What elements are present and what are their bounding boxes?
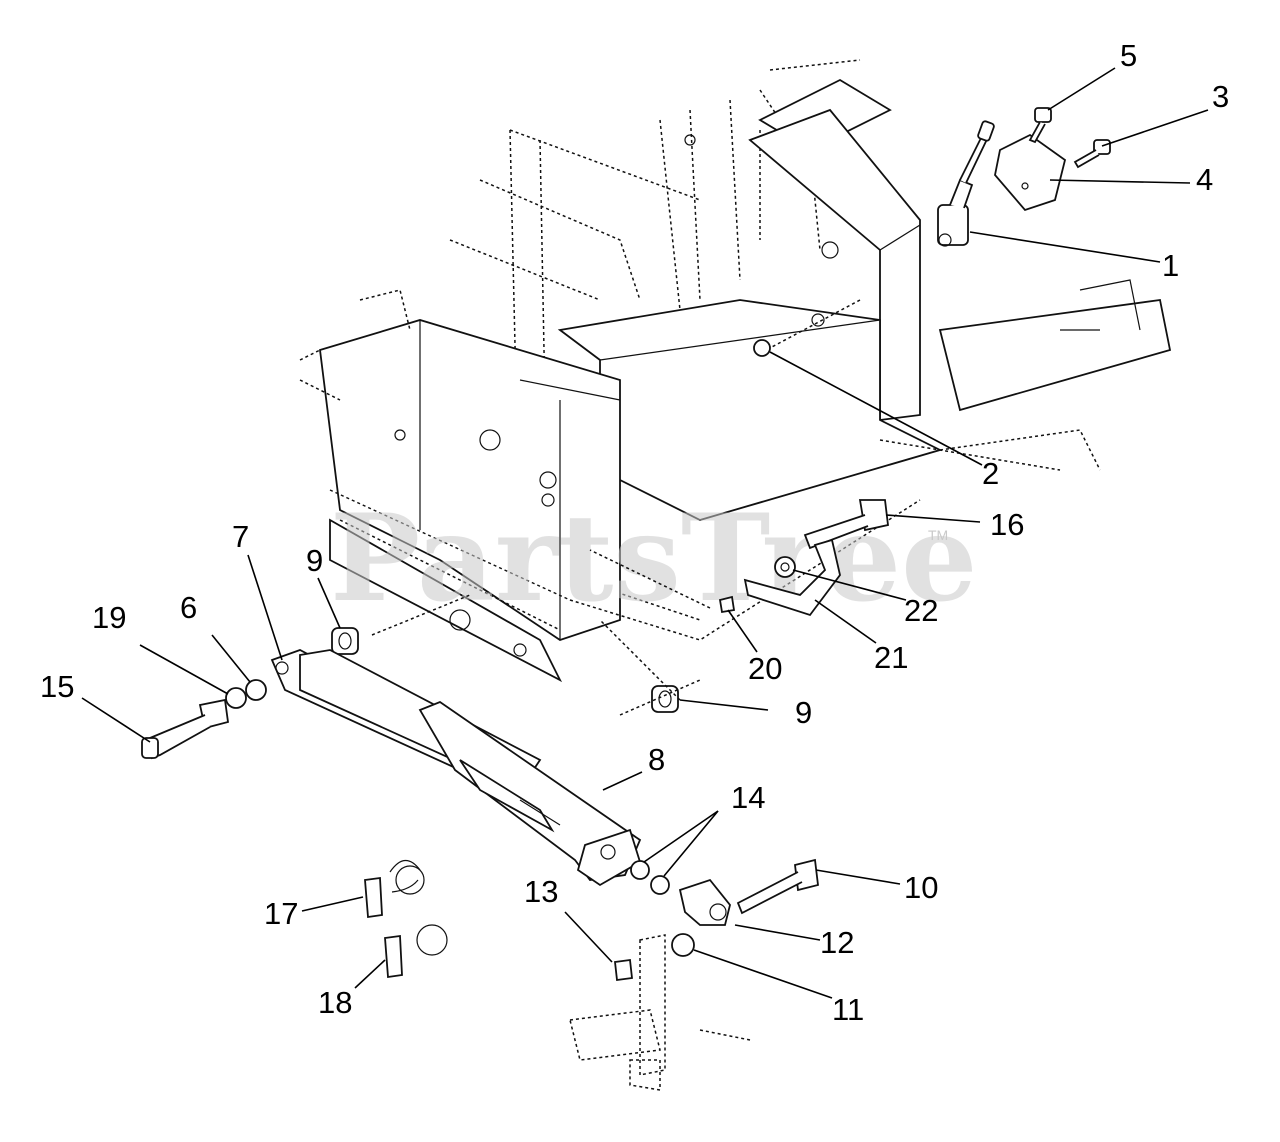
callout-20: 20 xyxy=(748,651,782,686)
callout-9-upper: 9 xyxy=(306,543,323,578)
part-bellcrank xyxy=(743,538,841,617)
lift-arm xyxy=(569,934,751,1091)
callout-11: 11 xyxy=(832,992,864,1027)
callout-6: 6 xyxy=(180,590,197,625)
part-bracket xyxy=(994,133,1067,212)
part-washer-right xyxy=(774,556,796,578)
part-jam-nut-2 xyxy=(650,875,670,895)
part-valve-assembly xyxy=(937,120,995,247)
callout-1: 1 xyxy=(1162,248,1179,283)
watermark-trademark: TM xyxy=(928,527,948,543)
callout-14: 14 xyxy=(731,780,765,815)
part-screw xyxy=(1028,107,1052,144)
callout-17: 17 xyxy=(264,896,298,931)
callout-9-lower: 9 xyxy=(795,695,812,730)
part-spacer-left xyxy=(331,627,359,655)
callout-10: 10 xyxy=(904,870,938,905)
alignment-lines xyxy=(371,299,861,716)
part-washer-11 xyxy=(671,933,695,957)
decal-17 xyxy=(364,859,425,919)
part-lock-nut xyxy=(614,958,633,982)
part-nut xyxy=(753,339,771,357)
part-spacer-right xyxy=(651,685,679,713)
callout-22: 22 xyxy=(904,593,938,628)
callout-21: 21 xyxy=(874,640,908,675)
part-jam-nut-1 xyxy=(630,860,650,880)
part-bolt-upper xyxy=(1073,139,1111,169)
decal-18 xyxy=(384,924,448,979)
callout-4: 4 xyxy=(1196,162,1213,197)
callout-7: 7 xyxy=(232,519,249,554)
part-rod-end xyxy=(678,878,731,926)
callout-2: 2 xyxy=(982,456,999,491)
part-washer-6 xyxy=(245,679,267,701)
part-washer-19 xyxy=(225,687,247,709)
callout-8: 8 xyxy=(648,742,665,777)
callout-18: 18 xyxy=(318,985,352,1020)
callout-12: 12 xyxy=(820,925,854,960)
part-hydraulic-cylinder xyxy=(270,649,642,887)
callout-15: 15 xyxy=(40,669,74,704)
part-bolt-left xyxy=(141,698,229,760)
callout-5: 5 xyxy=(1120,38,1137,73)
tractor-frame xyxy=(299,59,1172,683)
part-bolt-lower xyxy=(736,858,819,915)
callout-labels: 1 2 3 4 5 6 7 8 9 9 10 11 12 13 14 15 16… xyxy=(40,38,1229,1027)
callout-16: 16 xyxy=(990,507,1024,542)
part-bolt-right xyxy=(803,499,889,550)
callout-13: 13 xyxy=(524,874,558,909)
callout-3: 3 xyxy=(1212,79,1229,114)
leader-lines xyxy=(81,67,1209,999)
callout-19: 19 xyxy=(92,600,126,635)
part-small-nut xyxy=(718,595,736,614)
